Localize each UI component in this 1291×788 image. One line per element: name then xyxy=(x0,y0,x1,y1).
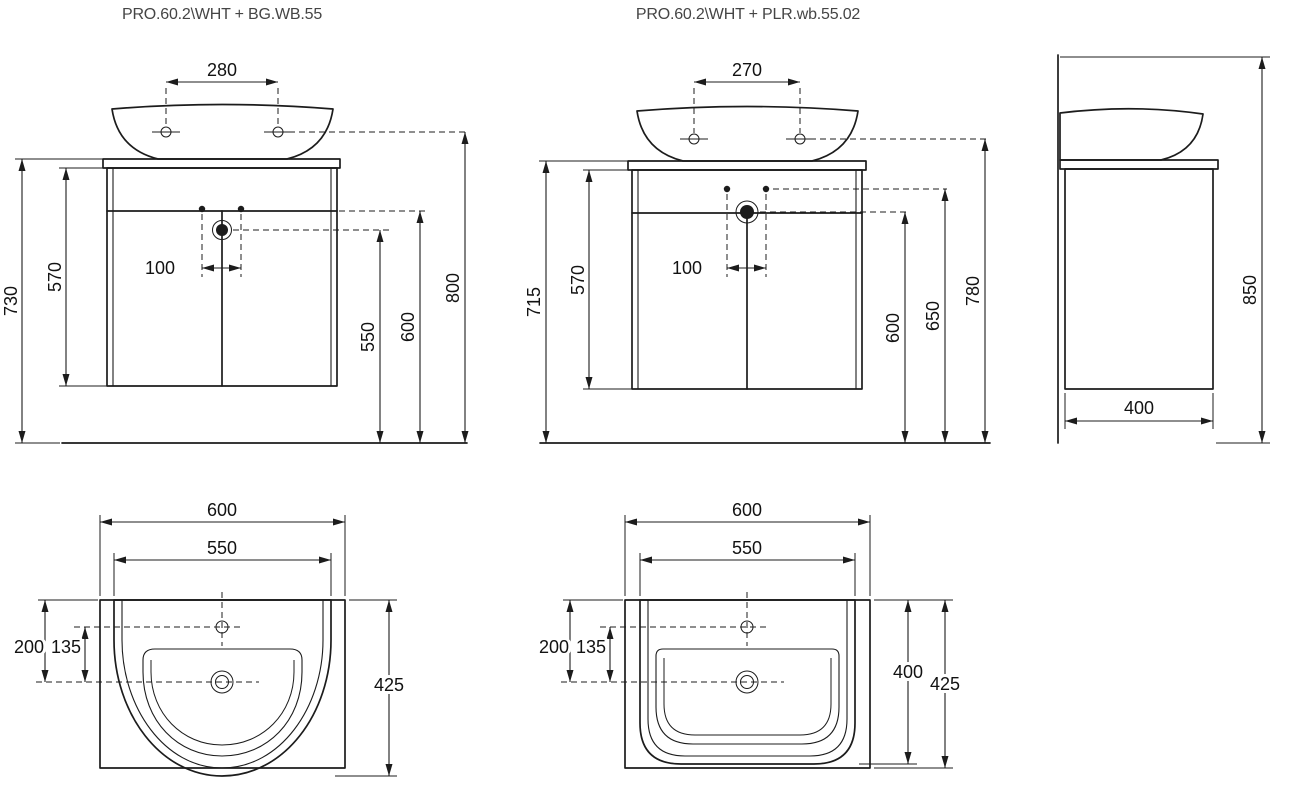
faucet-hole-circle xyxy=(688,133,700,145)
dim-total-depth: 425 xyxy=(874,599,963,769)
dimension-label: 425 xyxy=(374,675,404,695)
dim-cabinet-height: 570 xyxy=(42,167,107,387)
dim-faucet-setback: 135 xyxy=(573,627,614,682)
dim-depth: 400 xyxy=(1064,393,1214,429)
dim-hole-pitch: 100 xyxy=(669,194,767,281)
dim-cabinet-height: 570 xyxy=(565,169,632,390)
dim-faucet-spacing: 280 xyxy=(165,57,279,126)
dimension-label: 800 xyxy=(443,273,463,303)
basin-outline xyxy=(113,599,332,777)
dimension-label: 550 xyxy=(732,538,762,558)
countertop xyxy=(627,160,867,171)
dim-worktop-height: 715 xyxy=(521,160,628,443)
dim-faucet-setback: 135 xyxy=(48,627,89,682)
dim-basin-width: 550 xyxy=(113,535,332,596)
faucet-hole-icon xyxy=(680,133,708,145)
dimension-label: 135 xyxy=(576,637,606,657)
basin-rim-line xyxy=(647,599,848,757)
mounting-dot xyxy=(723,185,731,193)
dimension-label: 280 xyxy=(207,60,237,80)
drain-hole xyxy=(216,224,228,236)
drain-ring xyxy=(735,200,759,224)
drain-icon xyxy=(735,200,759,224)
dimension-label: 650 xyxy=(923,301,943,331)
plan-view-middle: 600 550 200 135 400 425 xyxy=(536,497,963,769)
dim-total-height: 850 xyxy=(1060,56,1270,444)
dimension-label: 400 xyxy=(1124,398,1154,418)
dim-basin-width: 550 xyxy=(639,535,856,596)
faucet-hole-icon xyxy=(786,133,814,145)
bowl-outline xyxy=(142,648,303,757)
plan-view-left: 600 550 200 135 425 xyxy=(11,497,407,777)
dim-drain-height: 550 xyxy=(233,229,390,443)
dim-basin-depth: 400 xyxy=(859,600,926,765)
mounting-dot xyxy=(237,205,245,213)
dimension-label: 550 xyxy=(207,538,237,558)
dimension-label: 600 xyxy=(732,500,762,520)
vessel-basin-outline xyxy=(636,105,859,162)
bowl-inner-line xyxy=(150,660,295,746)
basin-rim-line xyxy=(121,599,324,769)
dim-drain-setback: 200 xyxy=(536,599,623,682)
front-view-middle: PRO.60.2\WHT + PLR.wb.55.02 270 xyxy=(521,6,991,444)
faucet-hole-icon xyxy=(152,126,180,138)
dim-total-depth: 425 xyxy=(335,599,407,777)
dimension-label: 600 xyxy=(883,313,903,343)
drain-icon xyxy=(212,220,232,240)
dimension-label: 715 xyxy=(524,287,544,317)
dimension-label: 100 xyxy=(145,258,175,278)
cabinet-outline xyxy=(1064,168,1214,390)
dimension-label: 600 xyxy=(398,312,418,342)
dim-outer-width: 600 xyxy=(624,497,871,596)
dim-rim-height: 800 xyxy=(289,131,469,443)
dimension-label: 850 xyxy=(1240,275,1260,305)
dim-worktop-height: 730 xyxy=(0,158,103,444)
dimension-label: 600 xyxy=(207,500,237,520)
bowl-outline xyxy=(655,648,840,745)
dim-drain-setback: 200 xyxy=(11,599,98,682)
vessel-basin-outline xyxy=(111,103,334,160)
dim-hole-pitch: 100 xyxy=(142,214,242,281)
countertop xyxy=(1059,159,1219,170)
drain-ring xyxy=(212,220,232,240)
faucet-hole-circle xyxy=(272,126,284,138)
dimension-label: 730 xyxy=(1,286,21,316)
dimension-label: 550 xyxy=(358,322,378,352)
dimension-label: 200 xyxy=(14,637,44,657)
dimension-label: 135 xyxy=(51,637,81,657)
vessel-basin-profile xyxy=(1059,107,1204,161)
basin-outline xyxy=(639,599,856,765)
view-title: PRO.60.2\WHT + PLR.wb.55.02 xyxy=(636,6,860,23)
faucet-hole-icon xyxy=(264,126,292,138)
dimension-label: 270 xyxy=(732,60,762,80)
mounting-dot xyxy=(198,205,206,213)
dimension-label: 780 xyxy=(963,276,983,306)
side-view: 850 400 xyxy=(1057,54,1270,444)
dim-drain-height: 600 xyxy=(760,211,909,443)
dimension-label: 570 xyxy=(568,265,588,295)
front-view-left: PRO.60.2\WHT + BG.WB.55 280 xyxy=(0,6,469,444)
view-title: PRO.60.2\WHT + BG.WB.55 xyxy=(122,6,322,23)
dimension-label: 570 xyxy=(45,262,65,292)
dim-overflow-height: 650 xyxy=(773,188,949,443)
dimension-label: 100 xyxy=(672,258,702,278)
dimension-label: 200 xyxy=(539,637,569,657)
faucet-hole-circle xyxy=(794,133,806,145)
dimension-label: 425 xyxy=(930,674,960,694)
dim-outer-width: 600 xyxy=(99,497,346,596)
countertop xyxy=(102,158,341,169)
dim-apron-height: 600 xyxy=(339,210,429,443)
dim-rim-height: 780 xyxy=(810,138,989,443)
mounting-dot xyxy=(762,185,770,193)
faucet-hole-circle xyxy=(160,126,172,138)
drain-hole xyxy=(740,205,754,219)
dim-faucet-spacing: 270 xyxy=(693,57,801,133)
dimension-label: 400 xyxy=(893,662,923,682)
bowl-inner-line xyxy=(663,658,832,736)
